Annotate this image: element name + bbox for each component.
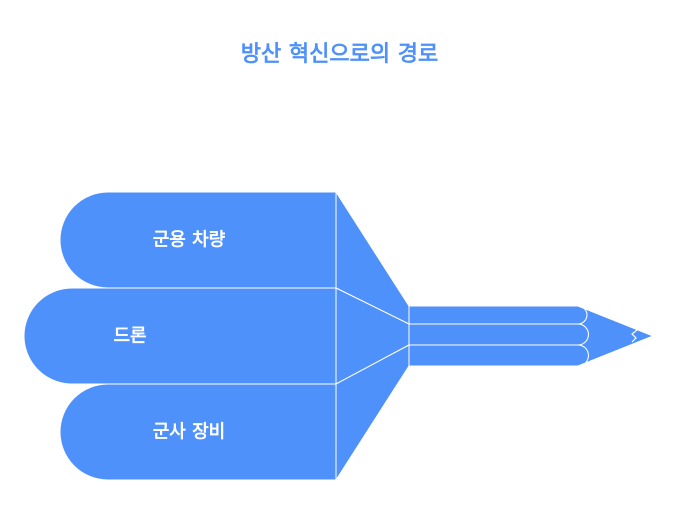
pencil-stripe-middle [408,323,589,346]
label-drones: 드론 [113,326,146,347]
segment-military-vehicles [59,191,337,289]
segment-military-equipment [59,383,337,481]
pencil-tip [577,305,655,367]
pencil-tip-lead-line [631,325,638,343]
label-military-vehicles: 군용 차량 [153,230,226,251]
segment-drones [23,287,337,385]
pencil-stripe-bottom [408,344,589,367]
diagram-title: 방산 혁신으로의 경로 [240,42,439,67]
pencil-stripe-top [408,305,588,325]
label-military-equipment: 군사 장비 [153,422,226,443]
